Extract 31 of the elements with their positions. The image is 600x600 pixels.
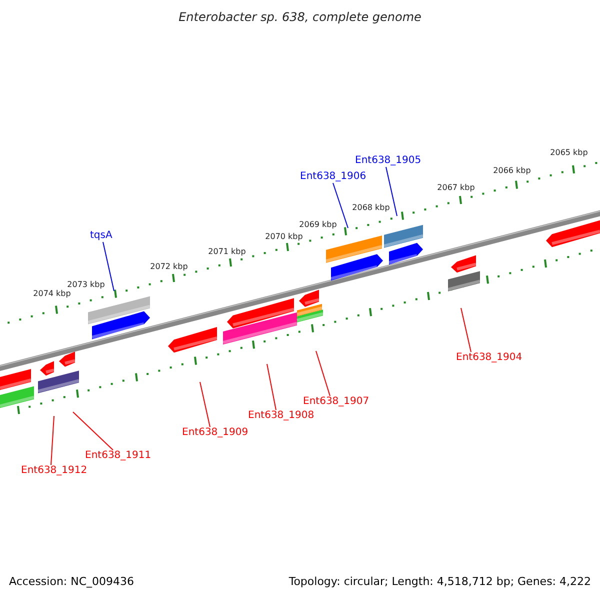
leader-line: [316, 350, 330, 396]
genome-info-text: Topology: circular; Length: 4,518,712 bp; Genes: 4,222: [288, 575, 591, 589]
leader-line: [200, 382, 210, 428]
position-label: 2067 kbp: [437, 183, 475, 193]
gene-label: Ent638_1909: [182, 427, 248, 439]
position-label: 2073 kbp: [67, 280, 105, 290]
leader-line: [72, 412, 114, 450]
position-label: 2074 kbp: [33, 289, 71, 299]
position-label: 2066 kbp: [493, 166, 531, 176]
leader-line: [50, 416, 54, 466]
position-label: 2065 kbp: [550, 148, 588, 158]
gene-label: Ent638_1911: [85, 450, 152, 462]
gene-label: Ent638_1912: [21, 465, 88, 477]
leader-line: [460, 308, 472, 352]
position-label: 2072 kbp: [150, 262, 188, 272]
accession-text: Accession: NC_009436: [9, 575, 134, 589]
gene-label: tqsA: [90, 230, 112, 242]
position-label: 2068 kbp: [352, 203, 390, 213]
position-label: 2070 kbp: [265, 232, 303, 242]
gene-label: Ent638_1905: [355, 155, 422, 167]
title: Enterobacter sp. 638, complete genome: [178, 10, 422, 25]
position-label: 2069 kbp: [299, 220, 337, 230]
leader-line: [386, 166, 398, 216]
leader-line: [332, 182, 348, 228]
gene-label: Ent638_1907: [303, 396, 370, 408]
leader-line: [102, 242, 114, 292]
gene-label: Ent638_1906: [300, 171, 366, 183]
leader-line: [266, 364, 276, 410]
gene-label: Ent638_1904: [456, 352, 522, 364]
gene-label: Ent638_1908: [248, 410, 314, 422]
position-label: 2071 kbp: [208, 247, 246, 257]
